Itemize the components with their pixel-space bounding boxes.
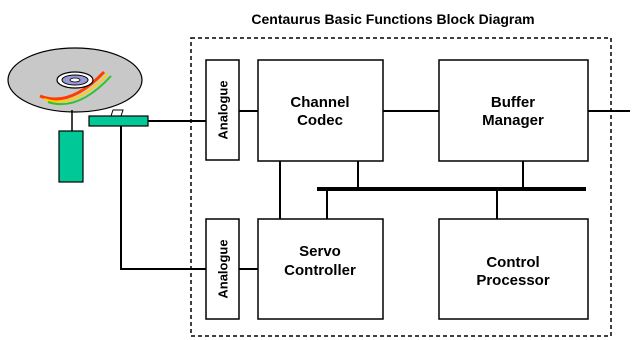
servo-controller-label-line2: Controller [284, 262, 356, 279]
diagram-title: Centaurus Basic Functions Block Diagram [251, 11, 534, 27]
pickup-to-analogue-bottom-line [120, 126, 206, 270]
disc-reflection [39, 70, 106, 101]
system-boundary [190, 37, 612, 337]
control-processor-block: Control Processor [438, 218, 589, 320]
servo-controller-label-line1: Servo [299, 243, 341, 260]
disc-spindle-hole [69, 77, 81, 83]
control-processor-label-line2: Processor [476, 272, 550, 289]
disc-reflection-3 [47, 75, 112, 106]
buffer-manager-label-line1: Buffer [491, 94, 535, 111]
connections [120, 110, 630, 270]
disc-drive [7, 47, 149, 183]
channel-codec-label-line2: Codec [297, 112, 343, 129]
spindle-motor [58, 130, 84, 183]
disc-reflection-2 [43, 73, 109, 103]
channel-codec-block: Channel Codec [257, 59, 384, 162]
servo-controller-block: Servo Controller [257, 218, 384, 320]
analogue-top-label: Analogue [216, 80, 231, 139]
buffer-manager-label-line2: Manager [482, 112, 544, 129]
analogue-bottom-label: Analogue [216, 239, 231, 298]
buffer-manager-block: Buffer Manager [438, 59, 589, 162]
analogue-bottom-block: Analogue [205, 218, 240, 320]
laser-pickup-sled [88, 115, 149, 127]
control-processor-label-line1: Control [486, 254, 539, 271]
laser-pickup-head [110, 109, 124, 117]
channel-codec-label-line1: Channel [290, 94, 349, 111]
analogue-top-block: Analogue [205, 59, 240, 161]
